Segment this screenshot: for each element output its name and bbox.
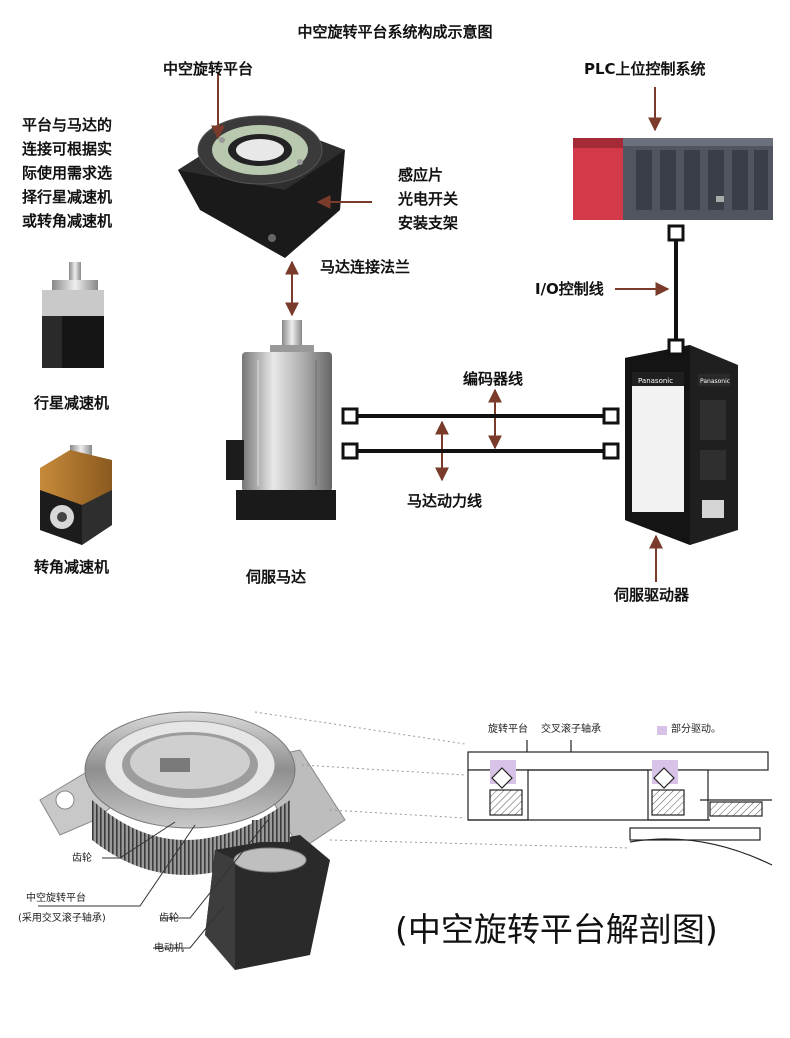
svg-text:Panasonic: Panasonic: [638, 377, 673, 385]
diagram-title: 中空旋转平台系统构成示意图: [297, 23, 493, 41]
label-section-platform: 中空旋转平台: [26, 893, 86, 904]
legend-swatch: [657, 726, 667, 735]
connection-note-line: 平台与马达的: [22, 116, 113, 134]
label-motor: 电动机: [154, 943, 184, 954]
label-gear-2: 齿轮: [159, 913, 179, 924]
label-power-line: 马达动力线: [407, 492, 483, 510]
projection-lines: [254, 711, 631, 849]
label-plc: PLC上位控制系统: [584, 60, 706, 78]
sensor-bracket-line: 安装支架: [398, 214, 459, 232]
legend-platform: 旋转平台: [488, 724, 528, 735]
cables: [358, 240, 678, 453]
servo-motor-image: [226, 320, 336, 520]
label-right-angle-reducer: 转角减速机: [34, 558, 110, 576]
hollow-platform-image: [178, 115, 345, 258]
label-io-line: I/O控制线: [535, 280, 604, 298]
connection-note-line: 际使用需求选: [22, 164, 113, 182]
legend-drive: 部分驱动。: [671, 724, 721, 735]
cable-terminals: [341, 224, 685, 460]
label-hollow-platform: 中空旋转平台: [163, 60, 254, 78]
legend-bearing: 交叉滚子轴承: [541, 724, 601, 735]
cross-section-drawing: [467, 740, 773, 866]
section-title: (中空旋转平台解剖图): [395, 910, 718, 949]
sensor-bracket-line: 感应片: [398, 166, 444, 184]
connection-note-line: 连接可根据实: [22, 140, 113, 158]
label-gear-1: 齿轮: [72, 853, 92, 864]
label-bearing-note: (采用交叉滚子轴承): [18, 913, 106, 924]
label-motor-flange: 马达连接法兰: [320, 258, 411, 276]
label-encoder-line: 编码器线: [463, 370, 524, 388]
label-planetary-reducer: 行星减速机: [34, 394, 110, 412]
label-servo-driver: 伺服驱动器: [614, 586, 690, 604]
plc-image: [573, 138, 773, 220]
cutaway-platform-image: [39, 711, 346, 970]
connection-note-line: 或转角减速机: [22, 212, 113, 230]
cutaway-leaders: [38, 819, 269, 949]
svg-text:Panasonic: Panasonic: [700, 378, 730, 385]
label-servo-motor: 伺服马达: [246, 568, 307, 586]
planetary-reducer-image: [42, 262, 104, 368]
servo-driver-image: Panasonic Panasonic: [625, 345, 738, 545]
right-angle-reducer-image: [40, 445, 112, 545]
sensor-bracket-line: 光电开关: [398, 190, 459, 208]
connection-note-line: 择行星减速机: [22, 188, 113, 206]
